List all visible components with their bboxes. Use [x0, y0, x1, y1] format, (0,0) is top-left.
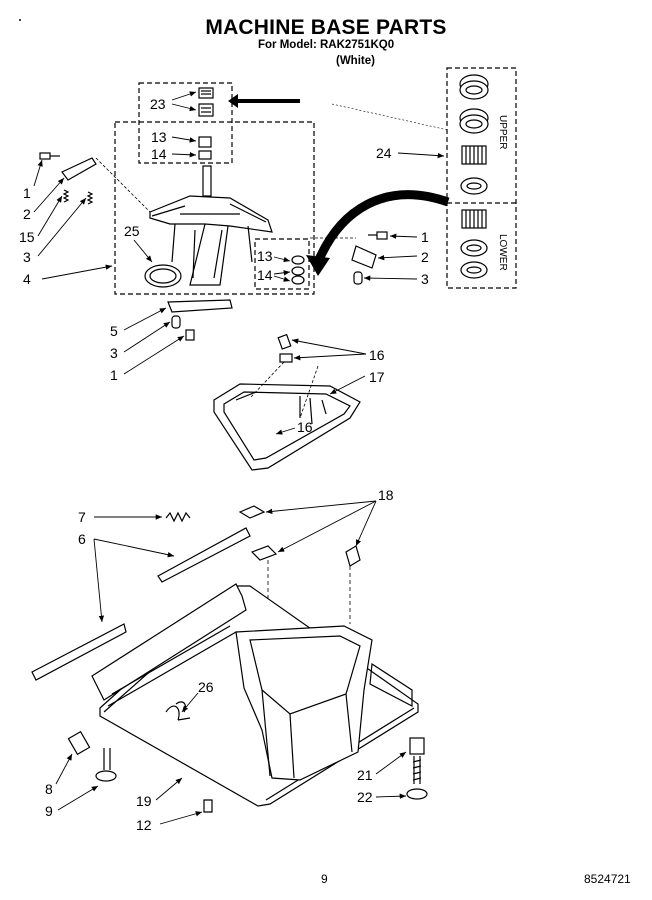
part-2-bracket-left [61, 157, 97, 181]
callout-13: 13 [151, 129, 167, 145]
callout-14: 14 [151, 146, 167, 162]
part-6-rail-lower [31, 623, 127, 681]
machine-base-group [31, 505, 428, 813]
part-22-leg-foot [406, 788, 428, 800]
callout-3: 3 [110, 345, 118, 361]
callout-16: 16 [369, 347, 385, 363]
callout-3: 3 [23, 249, 31, 265]
drive-shaft [202, 165, 212, 197]
callout-15: 15 [19, 229, 35, 245]
part-15-spring [62, 189, 70, 203]
part-14-small-b [291, 275, 305, 285]
part-18-clip-b [250, 545, 278, 561]
part-23-bushing-top [198, 87, 214, 99]
part-5-bracket [167, 299, 233, 313]
part-16-clip-b [279, 353, 293, 363]
part-1-screw-right [368, 231, 388, 240]
callout-14: 14 [257, 267, 273, 283]
callout-9: 9 [45, 803, 53, 819]
callout-5: 5 [110, 323, 118, 339]
part-1-screw-lower [185, 329, 195, 341]
callout-6: 6 [78, 531, 86, 547]
part-7-spring [165, 511, 191, 523]
upper-bearing-label: UPPER [497, 115, 508, 149]
callout-17: 17 [369, 369, 385, 385]
part-18-clip-a [238, 505, 266, 519]
model-line: For Model: RAK2751KQ0 [258, 39, 395, 51]
part-14-small-a [291, 266, 305, 276]
callout-19: 19 [136, 793, 152, 809]
part-8-plug [67, 730, 91, 756]
callout-3: 3 [421, 271, 429, 287]
page-title: MACHINE BASE PARTS [205, 16, 447, 39]
callout-25: 25 [124, 223, 140, 239]
bearing-kit-panel [446, 67, 517, 289]
suspension-frame-group [213, 333, 361, 471]
callout-18: 18 [378, 487, 394, 503]
callout-16: 16 [297, 419, 313, 435]
callout-2: 2 [421, 249, 429, 265]
part-14-washer [198, 150, 212, 160]
part-1-screw-left [39, 152, 60, 160]
color-variant: (White) [336, 55, 375, 67]
bold-pointer-arrow [228, 94, 238, 108]
lower-bearing-label: LOWER [497, 234, 508, 271]
page-number: 9 [321, 872, 328, 886]
part-12-screw [203, 799, 213, 813]
callout-13: 13 [257, 248, 273, 264]
callout-2: 2 [23, 206, 31, 222]
callout-12: 12 [136, 817, 152, 833]
callout-1: 1 [23, 185, 31, 201]
part-9-leg-stem [103, 748, 111, 770]
part-13-small [291, 255, 305, 265]
callout-21: 21 [357, 767, 373, 783]
part-3-grommet-left [86, 191, 94, 205]
part-3-grommet-lower [171, 315, 181, 329]
callout-8: 8 [45, 781, 53, 797]
part-22-leg-stem [412, 756, 422, 784]
callout-22: 22 [357, 789, 373, 805]
callout-4: 4 [23, 271, 31, 287]
part-6-rail-upper [157, 527, 251, 583]
part-2-bracket-right [351, 245, 377, 269]
callout-24: 24 [376, 145, 392, 161]
part-18-clip-c [345, 545, 361, 567]
upper-dashed-box [138, 82, 233, 164]
part-23-bushing-bottom [198, 103, 214, 117]
callout-23: 23 [150, 96, 166, 112]
callout-26: 26 [198, 679, 214, 695]
part-3-grommet-right [353, 271, 363, 285]
callout-1: 1 [421, 229, 429, 245]
part-9-leg-foot [95, 770, 117, 782]
part-16-clip-a [277, 333, 292, 350]
part-21-nut [409, 737, 425, 755]
callout-1: 1 [110, 367, 118, 383]
gearcase-dashed-box [114, 121, 315, 295]
callout-7: 7 [78, 509, 86, 525]
part-13-washer [198, 136, 212, 148]
bearing-dashed-box [254, 238, 310, 290]
document-code: 8524721 [584, 872, 631, 886]
gearcase-assembly-group [39, 82, 449, 341]
large-curved-arrow [313, 190, 450, 264]
